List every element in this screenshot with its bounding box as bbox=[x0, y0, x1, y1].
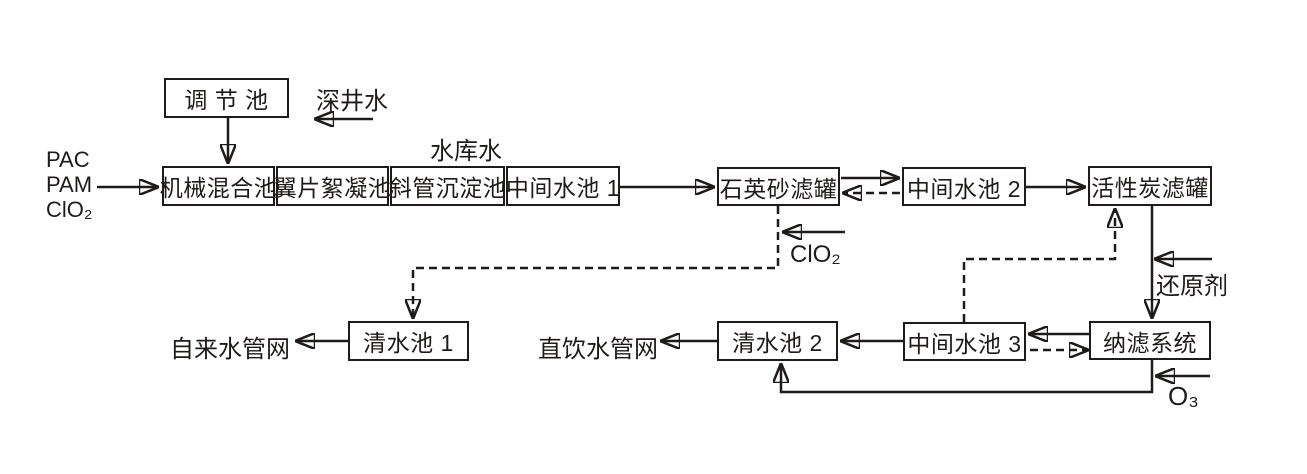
label-ozone: O₃ bbox=[1168, 381, 1199, 411]
label-tap-water-network: 自来水管网 bbox=[170, 336, 290, 363]
label-clo2-mid: ClO₂ bbox=[790, 241, 841, 268]
label-reservoir-water: 水库水 bbox=[430, 138, 502, 165]
box-quartz-sand-filter: 石英砂滤罐 bbox=[717, 167, 840, 206]
box-clear-water-pool-2: 清水池 2 bbox=[717, 321, 838, 361]
box-inclined-tube-sedimentation-tank: 斜管沉淀池 bbox=[389, 166, 506, 206]
box-intermediate-pool-1: 中间水池 1 bbox=[506, 166, 620, 206]
label-reducing-agent: 还原剂 bbox=[1156, 273, 1228, 300]
box-activated-carbon-filter: 活性炭滤罐 bbox=[1088, 166, 1212, 206]
arrow-quartz-backwash-to-clear1 bbox=[413, 206, 780, 317]
box-intermediate-pool-2: 中间水池 2 bbox=[902, 167, 1026, 206]
box-regulating-tank: 调 节 池 bbox=[164, 78, 289, 118]
arrow-nanofiltration-to-clear2-bottom bbox=[781, 360, 1154, 394]
box-intermediate-pool-3: 中间水池 3 bbox=[903, 322, 1026, 361]
arrow-pool3-backwash-to-carbon bbox=[962, 210, 1115, 322]
box-fin-flocculation-tank: 翼片絮凝池 bbox=[274, 166, 391, 206]
label-direct-drinking-water-network: 直饮水管网 bbox=[538, 336, 658, 363]
label-clo2-left: ClO₂ bbox=[46, 197, 93, 222]
box-mechanical-mixing-tank: 机械混合池 bbox=[160, 166, 277, 206]
box-clear-water-pool-1: 清水池 1 bbox=[348, 321, 469, 361]
label-pam: PAM bbox=[46, 172, 93, 197]
box-nanofiltration-system: 纳滤系统 bbox=[1089, 321, 1211, 360]
label-deep-well-water: 深井水 bbox=[316, 88, 388, 115]
label-pac: PAC bbox=[46, 147, 90, 172]
